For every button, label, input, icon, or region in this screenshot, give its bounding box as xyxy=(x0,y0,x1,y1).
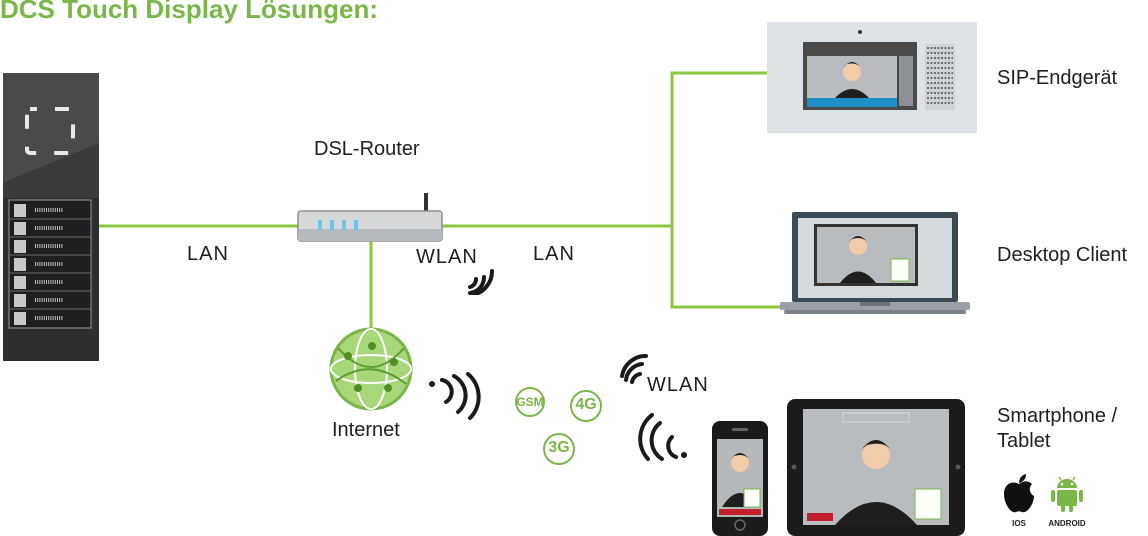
sip-videophone xyxy=(767,22,977,133)
android-label: ANDROID xyxy=(1048,519,1086,528)
smartphone-label-line1: Smartphone / xyxy=(997,405,1118,427)
sip-label: SIP-Endgerät xyxy=(997,67,1118,89)
wifi-signal-icon xyxy=(468,269,495,295)
laptop-icon xyxy=(780,212,970,314)
3g-label: 3G xyxy=(548,439,570,456)
lan-line-sip xyxy=(670,71,770,226)
4g-label: 4G xyxy=(575,396,597,413)
wifi-signal-icon xyxy=(429,372,481,420)
apple-icon xyxy=(1004,474,1034,513)
3g-badge xyxy=(543,433,575,465)
router-label: DSL-Router xyxy=(314,138,420,160)
smartphone-label-line2: Tablet xyxy=(997,430,1051,452)
wifi-signal-icon xyxy=(638,413,687,461)
doorstation-panel xyxy=(3,73,99,361)
ios-label: IOS xyxy=(1012,519,1026,528)
wifi-signal-icon xyxy=(620,353,648,384)
gsm-badge xyxy=(515,387,545,417)
router-icon xyxy=(297,193,443,242)
wlan-mobile-label: WLAN xyxy=(647,374,709,396)
globe-icon xyxy=(329,327,413,411)
lan-left-label: LAN xyxy=(187,243,229,265)
desktop-label: Desktop Client xyxy=(997,244,1128,266)
wlan-router-label: WLAN xyxy=(416,246,478,268)
page-title: DCS Touch Display Lösungen: xyxy=(0,0,378,24)
lan-right-label: LAN xyxy=(533,243,575,265)
tablet-icon xyxy=(787,399,965,536)
internet-label: Internet xyxy=(332,419,400,441)
lan-line-desktop xyxy=(670,226,780,309)
gsm-label: GSM xyxy=(516,395,544,409)
android-icon xyxy=(1051,476,1083,512)
4g-badge xyxy=(570,390,602,422)
smartphone-icon xyxy=(712,421,768,536)
